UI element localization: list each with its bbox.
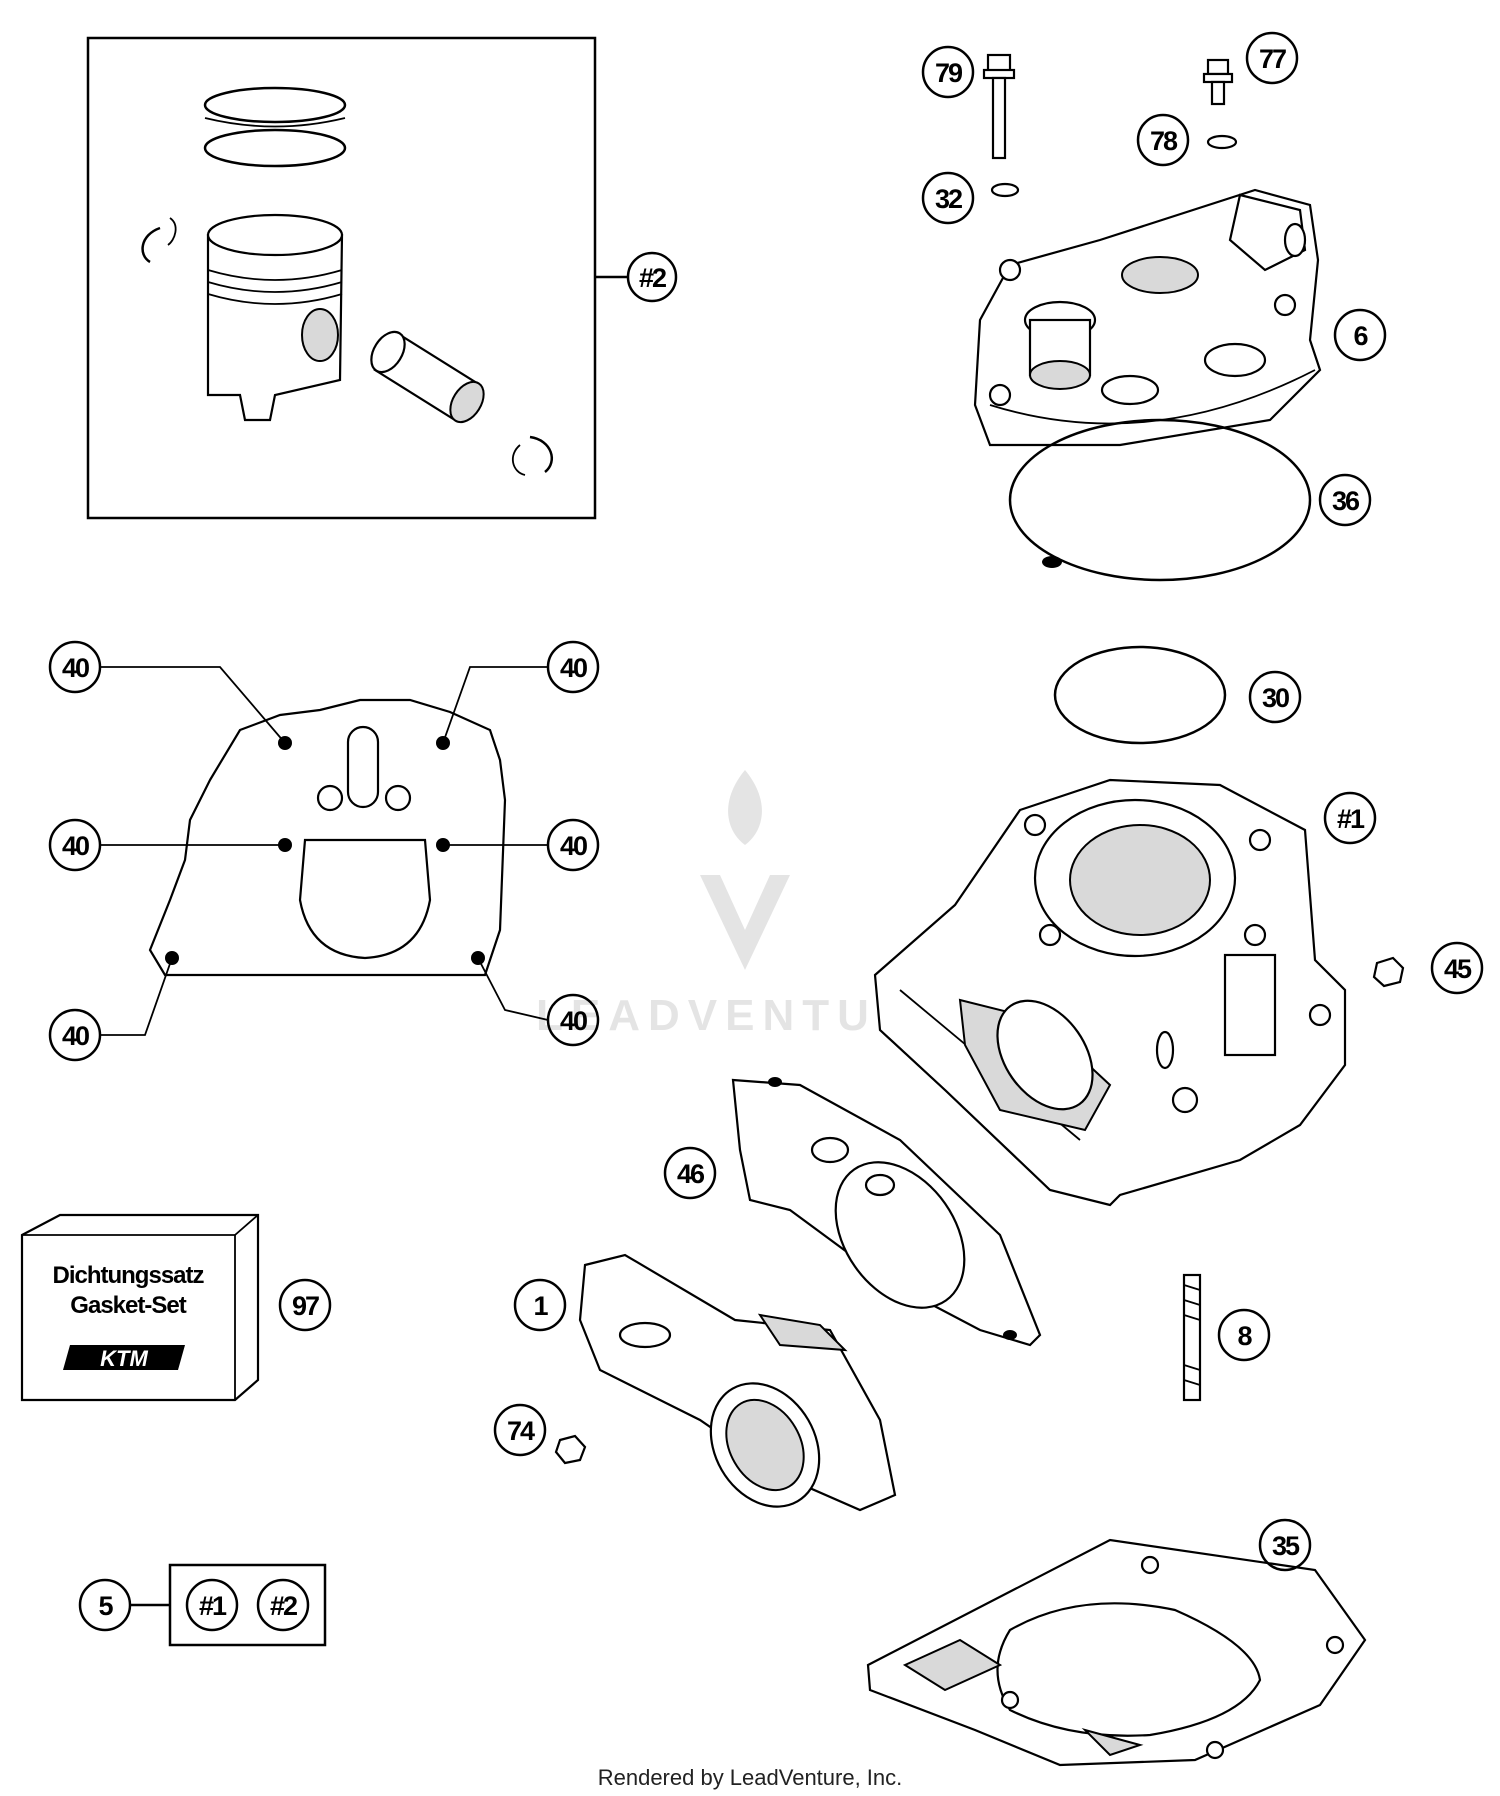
callout-78[interactable]: 78 [1136, 113, 1190, 167]
svg-text:40: 40 [62, 831, 89, 861]
svg-text:40: 40 [62, 653, 89, 683]
wrist-pin [370, 330, 485, 424]
svg-text:#2: #2 [639, 263, 666, 293]
svg-text:#1: #1 [199, 1591, 227, 1621]
svg-text:79: 79 [935, 58, 963, 88]
callout-5[interactable]: 5 [78, 1578, 132, 1632]
piston-kit-box [86, 36, 628, 520]
reed-plate [148, 698, 507, 977]
callout-79[interactable]: 79 [921, 45, 975, 99]
gasket-set-box: Dichtungssatz Gasket-Set KTM [20, 1213, 260, 1402]
cylinder [873, 778, 1347, 1207]
callout-8[interactable]: 8 [1217, 1308, 1271, 1362]
exhaust-gasket-46 [731, 1077, 1042, 1347]
gasket-set-label-de: Dichtungssatz [52, 1262, 204, 1289]
callout-36[interactable]: 36 [1318, 473, 1372, 527]
svg-text:40: 40 [560, 1006, 587, 1036]
svg-text:32: 32 [935, 184, 962, 214]
circlip-right [529, 435, 554, 473]
callout-40-a[interactable]: 40 [48, 640, 102, 694]
callout-30[interactable]: 30 [1248, 670, 1302, 724]
kit-ref-1[interactable]: #1 [185, 1578, 239, 1632]
head-oring-36 [1008, 418, 1312, 582]
cylinder-kit-box [130, 1563, 327, 1647]
svg-text:40: 40 [560, 653, 587, 683]
washer-32 [990, 182, 1020, 198]
callout-45[interactable]: 45 [1430, 941, 1484, 995]
svg-text:45: 45 [1444, 954, 1472, 984]
svg-text:74: 74 [507, 1416, 535, 1446]
callout-74[interactable]: 74 [493, 1403, 547, 1457]
kit-ref-2[interactable]: #2 [256, 1578, 310, 1632]
callout-46[interactable]: 46 [663, 1146, 717, 1200]
ktm-logo: KTM [63, 1345, 185, 1371]
nut-74 [554, 1434, 587, 1465]
svg-text:8: 8 [1237, 1321, 1252, 1351]
svg-text:46: 46 [677, 1159, 705, 1189]
washer-78 [1206, 134, 1238, 150]
ktm-logo-text: KTM [100, 1346, 148, 1371]
bolt-79 [982, 53, 1016, 160]
svg-text:97: 97 [292, 1291, 319, 1321]
oring-30 [1053, 645, 1227, 745]
callout-40-d[interactable]: 40 [546, 818, 600, 872]
callout-1[interactable]: 1 [513, 1278, 567, 1332]
callout-6[interactable]: 6 [1333, 308, 1387, 362]
circlip-left [141, 226, 161, 264]
bolt-77 [1202, 58, 1234, 106]
svg-text:36: 36 [1332, 486, 1360, 516]
callout-40-c[interactable]: 40 [48, 818, 102, 872]
cylinder-head [973, 188, 1322, 447]
svg-text:#1: #1 [1337, 804, 1365, 834]
callout-cylinder[interactable]: #1 [1323, 791, 1377, 845]
svg-text:40: 40 [560, 831, 587, 861]
svg-text:35: 35 [1272, 1531, 1300, 1561]
callout-40-b[interactable]: 40 [546, 640, 600, 694]
base-gasket-35 [866, 1538, 1367, 1767]
callout-piston-kit[interactable]: #2 [626, 251, 678, 303]
stud-8 [1182, 1273, 1202, 1402]
plug-leaders [100, 666, 549, 1036]
piston [206, 213, 344, 422]
callout-77[interactable]: 77 [1245, 31, 1299, 85]
svg-text:5: 5 [98, 1591, 113, 1621]
svg-text:#2: #2 [270, 1591, 297, 1621]
piston-rings [203, 86, 347, 168]
callout-40-e[interactable]: 40 [48, 1008, 102, 1062]
intake-flange [578, 1253, 897, 1512]
nut-45 [1372, 956, 1405, 988]
svg-text:77: 77 [1259, 44, 1286, 74]
callout-40-f[interactable]: 40 [546, 993, 600, 1047]
svg-text:1: 1 [533, 1291, 548, 1321]
svg-text:40: 40 [62, 1021, 89, 1051]
callout-35[interactable]: 35 [1258, 1518, 1312, 1572]
callout-97[interactable]: 97 [278, 1278, 332, 1332]
gasket-set-label-en: Gasket-Set [70, 1292, 186, 1319]
svg-text:78: 78 [1150, 126, 1178, 156]
svg-text:30: 30 [1262, 683, 1289, 713]
svg-text:6: 6 [1353, 321, 1368, 351]
footer-credit: Rendered by LeadVenture, Inc. [598, 1765, 903, 1790]
callout-32[interactable]: 32 [921, 171, 975, 225]
